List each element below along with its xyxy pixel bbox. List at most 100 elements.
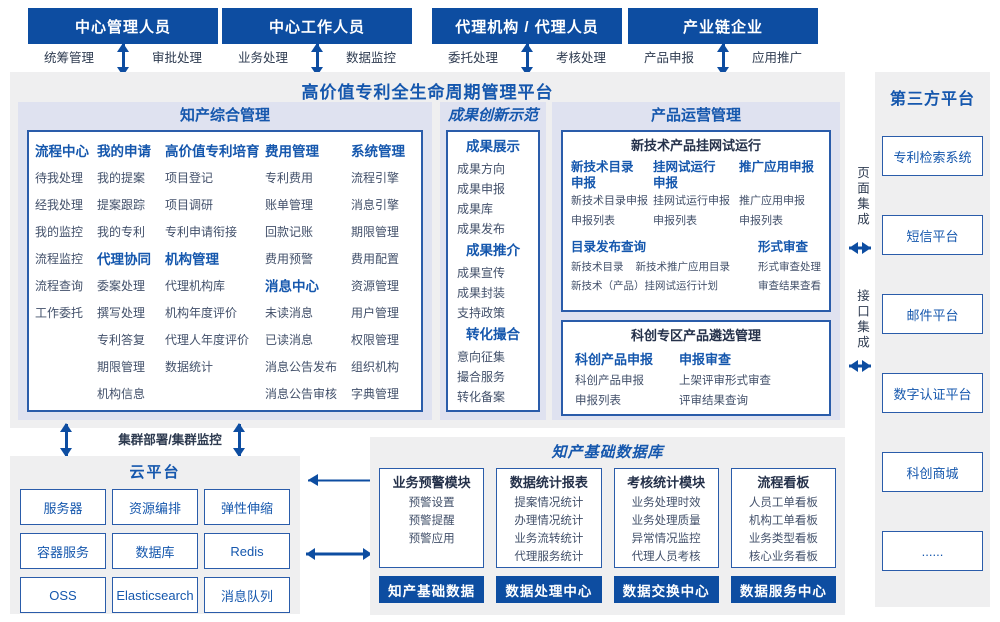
double-arrow-icon xyxy=(311,43,324,76)
group-item: 新技术目录 xyxy=(571,261,624,273)
role-label-left: 产品申报 xyxy=(644,51,695,65)
group-item: 机构年度评价 xyxy=(165,306,238,320)
group-item: 申报列表 xyxy=(739,215,783,227)
catalog-row: 新技术（产品）挂网试运行计划 xyxy=(571,277,748,296)
catalog-row: 新技术目录新技术推广应用目录 xyxy=(571,258,748,277)
platform-panel: 高价值专利全生命周期管理平台 知产综合管理 流程中心待我处理经我处理我的监控流程… xyxy=(10,72,845,428)
third-party-panel: 第三方平台 专利检索系统短信平台邮件平台数字认证平台科创商城...... xyxy=(875,72,990,607)
group-item: 经我处理 xyxy=(35,198,84,212)
double-arrow-icon xyxy=(117,43,130,76)
role-header: 中心工作人员 xyxy=(222,8,412,44)
role-labels: 产品申报 应用推广 xyxy=(628,49,818,67)
third-party-title: 第三方平台 xyxy=(889,91,975,108)
group-item: 消息公告发布 xyxy=(265,360,338,374)
sci-innovation-selection-box: 科创专区产品遴选管理科创产品申报科创产品申报申报列表申报审查上架评审形式审查评审… xyxy=(561,320,831,416)
group-item: 成果封装 xyxy=(457,286,506,300)
group-item: 提案跟踪 xyxy=(97,198,146,212)
role-labels: 业务处理数据监控 xyxy=(222,49,412,67)
group-item: 挂网试运行申报 xyxy=(653,195,730,207)
module-item: 人员工单看板 xyxy=(748,497,818,509)
module-item: 业务处理时效 xyxy=(631,497,701,509)
declaration-columns: 新技术目录申报新技术目录申报申报列表挂网试运行申报挂网试运行申报申报列表推广应用… xyxy=(563,159,829,231)
group-item: 新技术目录申报 xyxy=(571,195,648,207)
group-header: 代理协同 xyxy=(97,252,151,267)
group-item: 账单管理 xyxy=(265,198,314,212)
catalog-query-group: 目录发布查询新技术目录新技术推广应用目录新技术（产品）挂网试运行计划 xyxy=(571,236,748,296)
group-item: 支持政策 xyxy=(457,306,506,320)
module-item: 核心业务看板 xyxy=(748,551,818,563)
module-item: 预警提醒 xyxy=(408,515,455,527)
group-header: 成果推介 xyxy=(466,243,520,258)
group-item: 上架评审形式审查 xyxy=(679,375,772,387)
group-item: 委案处理 xyxy=(97,279,146,293)
group-item: 字典管理 xyxy=(351,387,400,401)
group-item: 流程引擎 xyxy=(351,171,400,185)
cloud-service-item: Redis xyxy=(204,533,290,569)
role-header: 中心管理人员 xyxy=(28,8,218,44)
module-item: 业务流转统计 xyxy=(514,533,584,545)
third-party-item: 短信平台 xyxy=(882,215,983,255)
group-header: 系统管理 xyxy=(351,144,405,159)
module-item: 办理情况统计 xyxy=(514,515,584,527)
section-title-ip-management: 知产综合管理 xyxy=(179,107,270,124)
group-item: 意向征集 xyxy=(457,350,506,364)
group-item: 流程监控 xyxy=(35,252,84,266)
ip-column: 系统管理流程引擎消息引擎期限管理费用配置资源管理用户管理权限管理组织机构字典管理 xyxy=(351,138,411,404)
group-item: 权限管理 xyxy=(351,333,400,347)
group-item: 用户管理 xyxy=(351,306,400,320)
third-party-item: 数字认证平台 xyxy=(882,373,983,413)
group-header: 推广应用申报 xyxy=(739,160,815,174)
group-header: 高价值专利培育 xyxy=(165,144,260,159)
cloud-service-item: 弹性伸缩 xyxy=(204,489,290,525)
role-label-right: 审批处理 xyxy=(151,51,202,65)
group-item: 推广应用申报 xyxy=(739,195,805,207)
new-tech-trial-box: 新技术产品挂网试运行新技术目录申报新技术目录申报申报列表挂网试运行申报挂网试运行… xyxy=(561,130,831,312)
module-item: 代理人员考核 xyxy=(631,551,701,563)
group-item: 申报列表 xyxy=(653,215,697,227)
group-item: 转化备案 xyxy=(457,390,506,404)
module-header: 流程看板 xyxy=(757,475,810,490)
role-labels: 委托处理考核处理 xyxy=(432,49,622,67)
ip-management-box: 流程中心待我处理经我处理我的监控流程监控流程查询工作委托我的申请我的提案提案跟踪… xyxy=(27,130,423,412)
group-item: 成果方向 xyxy=(457,162,506,176)
role-header: 产业链企业 xyxy=(628,8,818,44)
cloud-service-item: 服务器 xyxy=(20,489,106,525)
section-ip-management: 知产综合管理 流程中心待我处理经我处理我的监控流程监控流程查询工作委托我的申请我… xyxy=(18,102,432,420)
section-product-operation: 产品运营管理 新技术产品挂网试运行新技术目录申报新技术目录申报申报列表挂网试运行… xyxy=(552,102,840,420)
module-header: 考核统计模块 xyxy=(627,475,706,490)
group-header: 流程中心 xyxy=(35,144,89,159)
page-integration-label: 页面集成 xyxy=(855,166,869,228)
module-item: 异常情况监控 xyxy=(631,533,701,545)
section-title-product-operation: 产品运营管理 xyxy=(650,107,741,124)
ip-base-database-panel: 知产基础数据库 业务预警模块预警设置预警提醒预警应用数据统计报表提案情况统计办理… xyxy=(370,437,845,615)
box1-bottom-row: 目录发布查询新技术目录新技术推广应用目录新技术（产品）挂网试运行计划形式审查形式… xyxy=(563,231,829,296)
group-header: 科创产品申报 xyxy=(575,352,654,367)
group-item: 费用预警 xyxy=(265,252,314,266)
section-title-achievement-demo: 成果创新示范 xyxy=(447,107,538,124)
group-item: 成果库 xyxy=(457,202,494,216)
group-header: 新技术目录申报 xyxy=(571,160,634,190)
selection-column: 科创产品申报科创产品申报申报列表 xyxy=(575,349,653,411)
ip-column: 我的申请我的提案提案跟踪我的专利代理协同委案处理撰写处理专利答复期限管理机构信息 xyxy=(97,138,161,404)
double-arrow-icon xyxy=(306,548,372,560)
group-item: 成果申报 xyxy=(457,182,506,196)
box-title: 科创专区产品遴选管理 xyxy=(630,328,761,343)
double-arrow-icon xyxy=(849,242,871,254)
group-item: 代理人年度评价 xyxy=(165,333,250,347)
group-header: 目录发布查询 xyxy=(571,240,647,254)
cluster-label: 集群部署/集群监控 xyxy=(118,433,222,447)
third-party-item: 专利检索系统 xyxy=(882,136,983,176)
group-item: 代理机构库 xyxy=(165,279,226,293)
group-item: 我的专利 xyxy=(97,225,146,239)
role-label-right: 应用推广 xyxy=(751,51,802,65)
group-item: 形式审查处理 xyxy=(758,261,821,273)
group-item: 流程查询 xyxy=(35,279,84,293)
group-item: 费用配置 xyxy=(351,252,400,266)
module-item: 提案情况统计 xyxy=(514,497,584,509)
group-item: 未读消息 xyxy=(265,306,314,320)
module-header: 数据统计报表 xyxy=(509,475,588,490)
database-module: 业务预警模块预警设置预警提醒预警应用 xyxy=(379,468,485,568)
group-header: 机构管理 xyxy=(165,252,219,267)
